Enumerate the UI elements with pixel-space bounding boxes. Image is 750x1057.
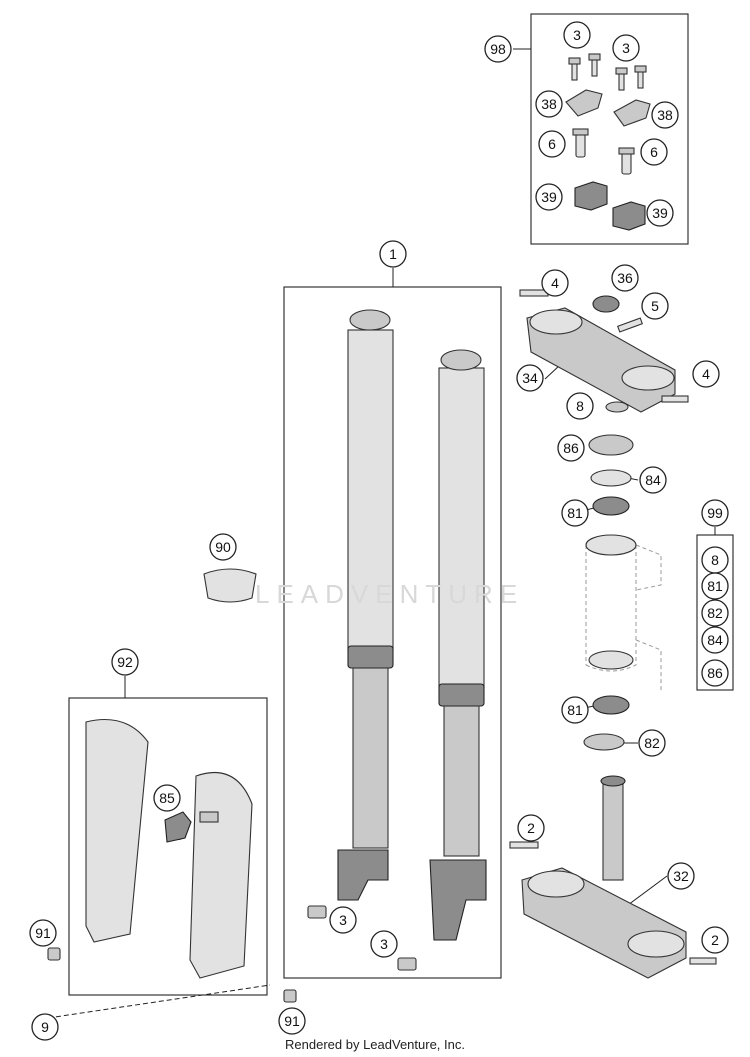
fork-guard-frame: [68, 697, 268, 996]
callout-86: 86: [557, 434, 585, 462]
callout-3-fork-upper: 3: [329, 906, 357, 934]
callout-34: 34: [516, 364, 544, 392]
svg-text:2: 2: [711, 932, 719, 948]
callout-81-upper: 81: [561, 499, 589, 527]
callout-6-right: 6: [640, 138, 668, 166]
callout-39-right: 39: [646, 199, 674, 227]
kit-98-frame: [530, 13, 689, 245]
callout-38-left: 38: [535, 90, 563, 118]
svg-text:3: 3: [339, 912, 347, 928]
steering-bearings: [583, 401, 634, 751]
svg-text:4: 4: [551, 275, 559, 291]
frame-head-outline: [585, 534, 662, 690]
svg-text:8: 8: [711, 552, 719, 568]
callout-39-left: 39: [535, 183, 563, 211]
kit-98-parts: [565, 53, 651, 231]
callout-5: 5: [641, 292, 669, 320]
svg-text:3: 3: [622, 40, 630, 56]
callout-32: 32: [667, 862, 695, 890]
kit-99-item-82: 82: [701, 599, 729, 627]
svg-text:82: 82: [707, 605, 723, 621]
callout-1: 1: [379, 240, 407, 268]
kit-99-item-86: 86: [701, 659, 729, 687]
callout-4-upper: 4: [541, 269, 569, 297]
callout-4-lower: 4: [692, 360, 720, 388]
svg-text:91: 91: [284, 1013, 300, 1029]
svg-text:6: 6: [548, 136, 556, 152]
svg-text:2: 2: [527, 820, 535, 836]
callout-81-lower: 81: [561, 696, 589, 724]
svg-text:3: 3: [380, 936, 388, 952]
svg-text:99: 99: [707, 505, 723, 521]
callout-91-right: 91: [278, 1007, 306, 1035]
svg-text:1: 1: [389, 246, 397, 262]
callout-3-kit-left: 3: [563, 21, 591, 49]
svg-text:82: 82: [644, 735, 660, 751]
callout-90: 90: [209, 533, 237, 561]
svg-text:90: 90: [215, 539, 231, 555]
svg-text:38: 38: [657, 107, 673, 123]
svg-text:39: 39: [541, 189, 557, 205]
svg-text:9: 9: [41, 1019, 49, 1035]
svg-text:81: 81: [707, 578, 723, 594]
callout-82: 82: [638, 729, 666, 757]
fork-guards: [85, 718, 253, 979]
callout-85: 85: [153, 784, 181, 812]
svg-text:86: 86: [563, 440, 579, 456]
svg-text:39: 39: [652, 205, 668, 221]
svg-text:5: 5: [651, 298, 659, 314]
misc-small-parts: [47, 568, 417, 1003]
svg-text:91: 91: [35, 925, 51, 941]
callout-9: 9: [31, 1013, 59, 1041]
callout-38-right: 38: [651, 101, 679, 129]
svg-text:98: 98: [490, 41, 506, 57]
svg-text:81: 81: [567, 505, 583, 521]
svg-text:86: 86: [707, 665, 723, 681]
svg-text:81: 81: [567, 702, 583, 718]
svg-text:36: 36: [617, 270, 633, 286]
callout-84: 84: [639, 466, 667, 494]
callout-99: 99: [701, 499, 729, 527]
callout-2-lower: 2: [701, 926, 729, 954]
upper-triple-clamp: [519, 289, 689, 413]
svg-text:92: 92: [117, 654, 133, 670]
svg-text:4: 4: [702, 366, 710, 382]
svg-text:34: 34: [522, 370, 538, 386]
fork-tubes: [337, 309, 487, 941]
kit-99-item-8: 8: [701, 546, 729, 574]
svg-text:84: 84: [707, 632, 723, 648]
svg-text:84: 84: [645, 472, 661, 488]
kit-99-item-81: 81: [701, 572, 729, 600]
callout-2-upper: 2: [517, 814, 545, 842]
callout-36: 36: [611, 264, 639, 292]
svg-text:6: 6: [650, 144, 658, 160]
footer-credit: Rendered by LeadVenture, Inc.: [285, 1037, 465, 1052]
svg-text:3: 3: [573, 27, 581, 43]
lower-triple-clamp: [509, 775, 717, 979]
callout-91-left: 91: [29, 919, 57, 947]
kit-99-item-84: 84: [701, 626, 729, 654]
callout-6-left: 6: [538, 130, 566, 158]
callout-3-kit-right: 3: [612, 34, 640, 62]
svg-text:32: 32: [673, 868, 689, 884]
svg-text:8: 8: [576, 398, 584, 414]
svg-text:38: 38: [541, 96, 557, 112]
callout-3-fork-lower: 3: [370, 930, 398, 958]
callout-8: 8: [566, 392, 594, 420]
callout-92: 92: [111, 648, 139, 676]
callout-98: 98: [484, 35, 512, 63]
svg-text:85: 85: [159, 790, 175, 806]
watermark: LEADVENTURE: [255, 579, 525, 609]
